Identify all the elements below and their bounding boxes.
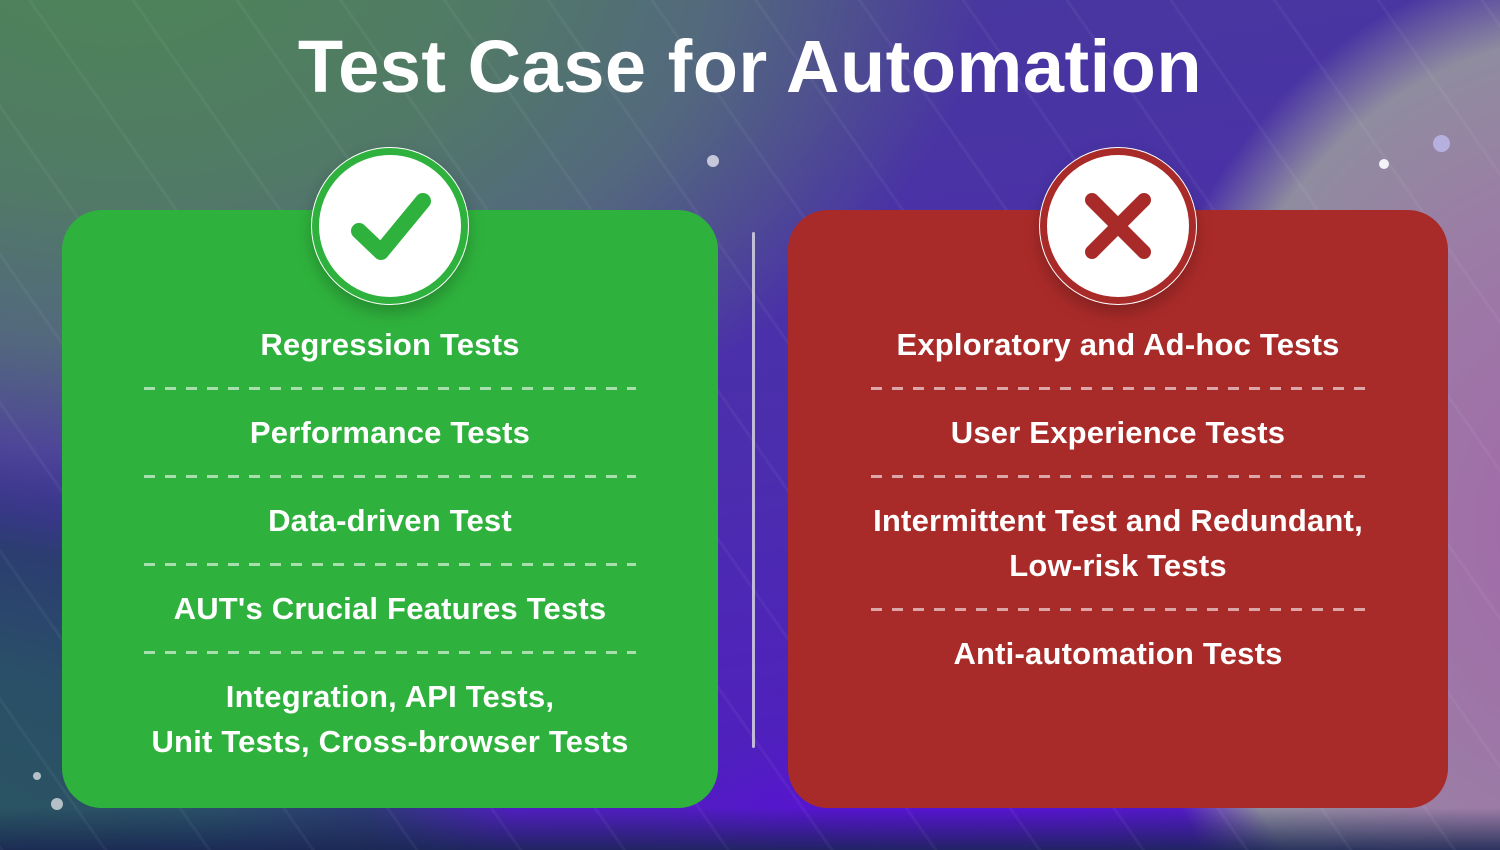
list-item: Anti-automation Tests (788, 631, 1448, 676)
panel-divider (752, 232, 755, 748)
list-item-line: Data-driven Test (268, 503, 512, 538)
decor-dot (51, 798, 63, 810)
dashed-separator (870, 608, 1366, 611)
list-item-line: Low-risk Tests (1009, 548, 1227, 583)
check-icon (312, 148, 468, 304)
dashed-separator (870, 475, 1366, 478)
list-item-line: User Experience Tests (950, 415, 1286, 450)
dashed-separator (144, 651, 636, 654)
cross-badge (1039, 147, 1197, 305)
list-item-line: Regression Tests (260, 327, 520, 362)
decor-dot (1432, 134, 1450, 152)
list-item: Intermittent Test and Redundant, Low-risk… (788, 498, 1448, 588)
list-item-line: Intermittent Test and Redundant, (873, 503, 1363, 538)
dashed-separator (144, 475, 636, 478)
check-badge (311, 147, 469, 305)
list-item-line: Performance Tests (249, 415, 531, 450)
list-item: Performance Tests (62, 410, 718, 455)
list-item: Integration, API Tests, Unit Tests, Cross… (62, 674, 718, 764)
list-item: AUT's Crucial Features Tests (62, 586, 718, 631)
dashed-separator (870, 387, 1366, 390)
list-item-line: Anti-automation Tests (953, 636, 1283, 671)
list-item: Data-driven Test (62, 498, 718, 543)
list-item-line: AUT's Crucial Features Tests (173, 591, 607, 626)
decor-dot (33, 772, 41, 780)
list-item-line: Integration, API Tests, (225, 679, 555, 714)
dashed-separator (144, 387, 636, 390)
background-bottom-shadow (0, 808, 1500, 850)
page-title: Test Case for Automation (297, 25, 1203, 108)
list-item: Exploratory and Ad-hoc Tests (788, 322, 1448, 367)
decor-dot (707, 155, 719, 167)
list-item-line: Exploratory and Ad-hoc Tests (896, 327, 1340, 362)
dashed-separator (144, 563, 636, 566)
cross-icon (1040, 148, 1196, 304)
list-item: User Experience Tests (788, 410, 1448, 455)
list-item-line: Unit Tests, Cross-browser Tests (151, 724, 629, 759)
list-item: Regression Tests (62, 322, 718, 367)
decor-dot (1379, 159, 1389, 169)
